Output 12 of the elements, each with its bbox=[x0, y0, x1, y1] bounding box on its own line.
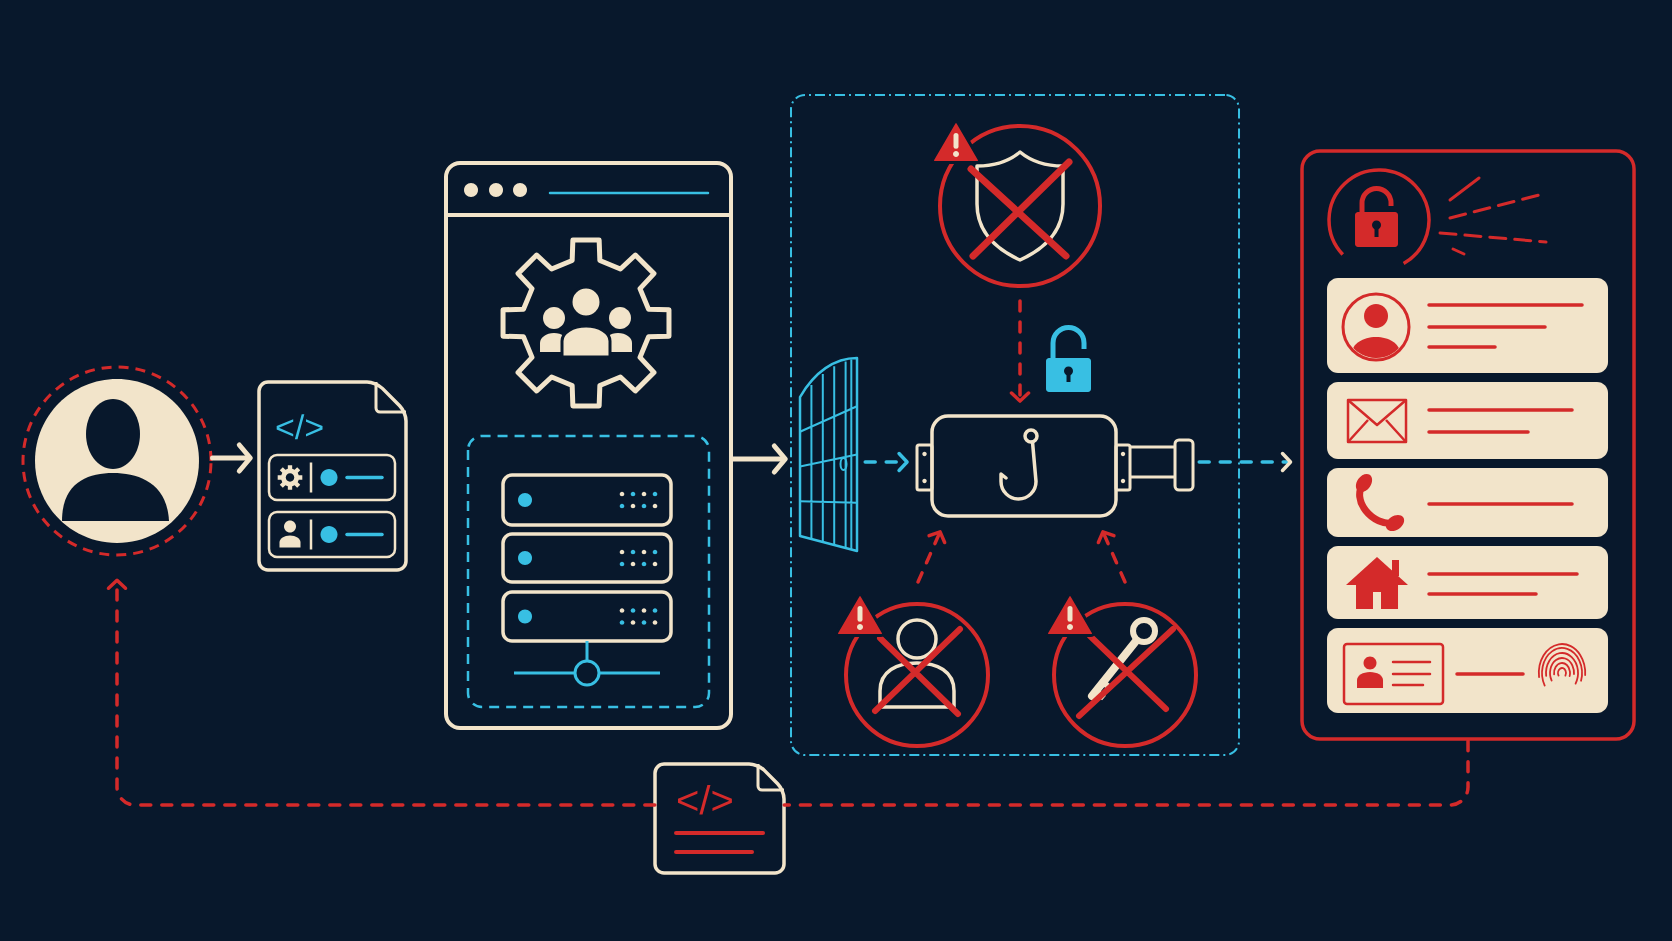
code-document: </> bbox=[257, 380, 408, 572]
arrow bbox=[916, 530, 947, 584]
hook-device bbox=[915, 414, 1195, 518]
arrow bbox=[106, 578, 657, 807]
arrow bbox=[1009, 299, 1031, 403]
arrow bbox=[863, 451, 909, 473]
code-document: </> bbox=[653, 762, 786, 875]
arrow bbox=[1197, 451, 1293, 473]
user-avatar bbox=[21, 365, 213, 557]
connector-line bbox=[782, 739, 1470, 807]
gate-icon bbox=[798, 356, 859, 553]
arrow bbox=[1096, 530, 1127, 584]
